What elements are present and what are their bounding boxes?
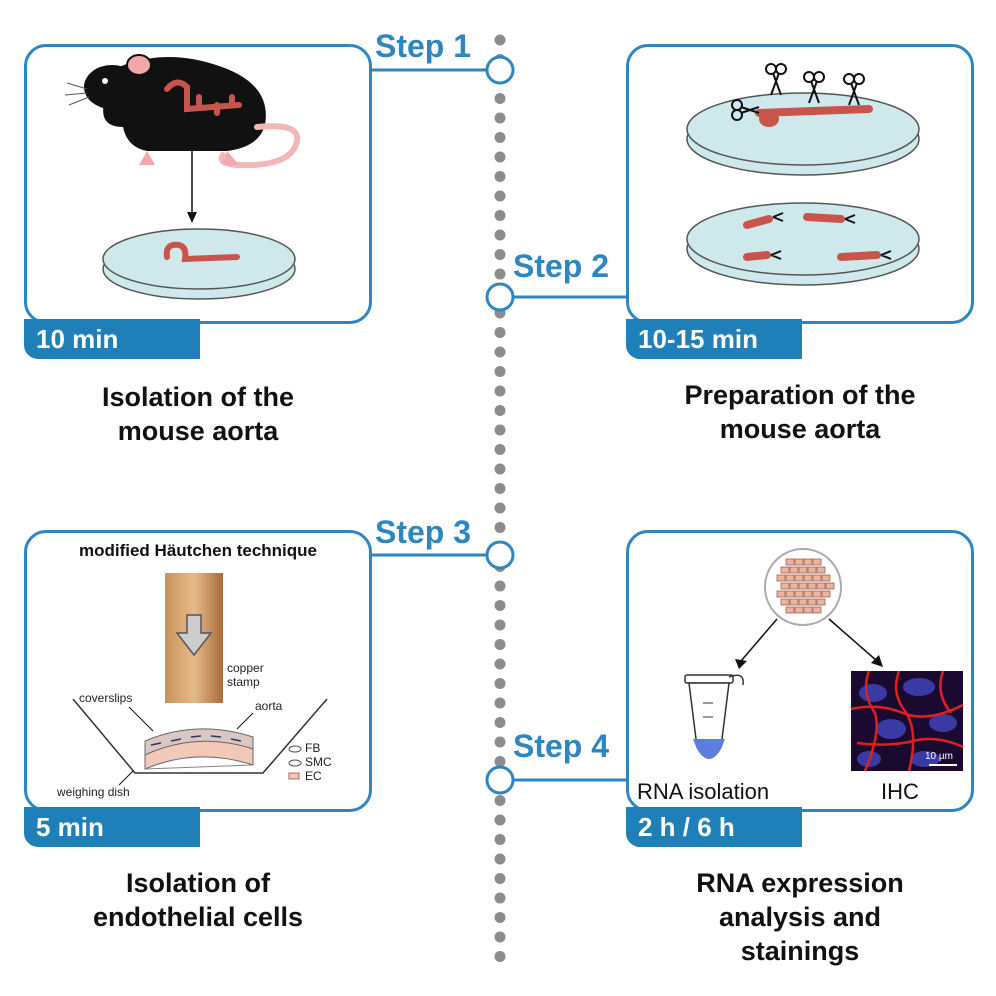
arrow-left bbox=[740, 618, 778, 662]
step2-caption: Preparation of the mouse aorta bbox=[626, 378, 974, 446]
step1-panel bbox=[24, 44, 372, 324]
weighing-dish-shape bbox=[72, 698, 328, 774]
step2-time-badge: 10-15 min bbox=[626, 319, 802, 359]
step3-caption-line2: endothelial cells bbox=[92, 902, 304, 932]
legend-ec: EC bbox=[305, 769, 322, 783]
coverslips-label: coverslips bbox=[79, 691, 133, 705]
copper-stamp-label-line1: copper bbox=[227, 661, 264, 675]
step3-caption-line1: Isolation of bbox=[126, 868, 270, 898]
step2-panel bbox=[626, 44, 974, 324]
step2-node bbox=[485, 282, 515, 312]
step1-caption: Isolation of the mouse aorta bbox=[24, 380, 372, 448]
step1-time-badge: 10 min bbox=[24, 319, 200, 359]
step1-caption-line2: mouse aorta bbox=[117, 416, 279, 446]
step2-caption-line1: Preparation of the bbox=[684, 380, 916, 410]
step2-caption-line2: mouse aorta bbox=[719, 414, 881, 444]
step1-label: Step 1 bbox=[375, 28, 472, 64]
petri-dish-icon bbox=[686, 92, 920, 176]
step4-caption: RNA expression analysis and stainings bbox=[626, 866, 974, 968]
timeline-dotted-line bbox=[494, 34, 506, 962]
step3-node bbox=[485, 540, 515, 570]
rna-isolation-label: RNA isolation bbox=[637, 779, 770, 804]
scale-bar-label: 10 µm bbox=[925, 751, 953, 762]
step4-caption-line1: RNA expression bbox=[696, 868, 904, 898]
step3-caption: Isolation of endothelial cells bbox=[24, 866, 372, 934]
arrow-right bbox=[828, 618, 878, 662]
step1-node bbox=[485, 55, 515, 85]
legend-smc: SMC bbox=[305, 755, 332, 769]
arrow-down-icon bbox=[175, 614, 213, 657]
mouse-aorta-illustration bbox=[64, 54, 301, 300]
step3-time-badge: 5 min bbox=[24, 807, 200, 847]
scissors-icon bbox=[731, 63, 865, 121]
mouse-icon bbox=[64, 54, 301, 169]
ihc-label: IHC bbox=[881, 779, 919, 804]
step4-panel: RNA isolation IHC 10 µm bbox=[626, 530, 974, 812]
step4-time-badge: 2 h / 6 h bbox=[626, 807, 802, 847]
analysis-illustration bbox=[684, 548, 964, 772]
aorta-label: aorta bbox=[255, 699, 283, 713]
copper-stamp-label-line2: stamp bbox=[227, 675, 260, 689]
aorta-preparation-illustration bbox=[686, 63, 920, 286]
step2-label: Step 2 bbox=[513, 248, 610, 284]
step4-node bbox=[485, 765, 515, 795]
step3-panel-title: modified Häutchen technique bbox=[78, 541, 318, 560]
step3-label: Step 3 bbox=[375, 514, 472, 550]
tube-icon bbox=[684, 674, 744, 759]
weighing-dish-label: weighing dish bbox=[57, 785, 130, 799]
petri-dish-icon bbox=[686, 202, 920, 286]
petri-dish-icon bbox=[102, 228, 296, 300]
step3-panel: modified Häutchen technique copper stamp… bbox=[24, 530, 372, 812]
step4-caption-line2: analysis and bbox=[718, 902, 882, 932]
copper-stamp-label: copper stamp bbox=[227, 661, 264, 689]
step4-label: Step 4 bbox=[513, 728, 610, 764]
step4-caption-line3: stainings bbox=[740, 936, 860, 966]
hautchen-illustration bbox=[72, 573, 328, 786]
legend-fb: FB bbox=[305, 741, 321, 755]
step1-caption-line1: Isolation of the bbox=[102, 382, 294, 412]
